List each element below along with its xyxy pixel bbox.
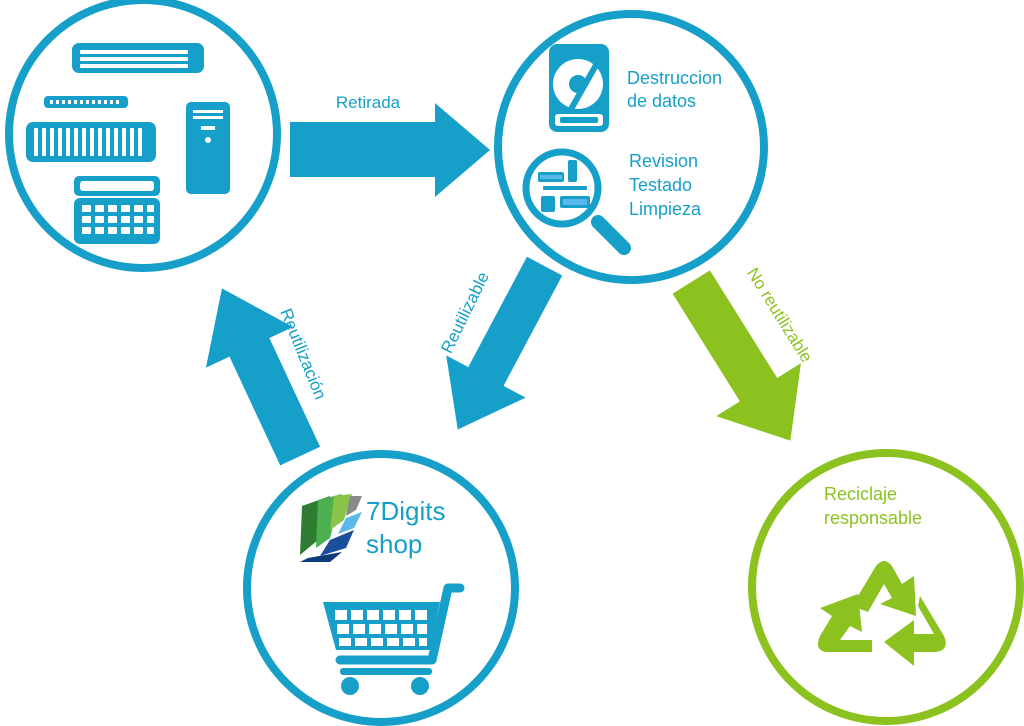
server-rack-icon: [26, 43, 204, 162]
node-processing: Destruccion de datos Revision Testado Li…: [494, 10, 768, 284]
recycling-text-2: responsable: [824, 508, 922, 528]
shop-brand-line1: 7Digits: [366, 496, 445, 526]
desktop-tower-icon: [186, 102, 230, 194]
shop-logo-icon: [300, 494, 362, 562]
processing-text-1: Destruccion: [627, 68, 722, 88]
arrow-retirada: [290, 103, 490, 197]
processing-text-5: Limpieza: [629, 199, 702, 219]
edge-label-retirada: Retirada: [336, 93, 401, 112]
processing-text-2: de datos: [627, 91, 696, 111]
arrow-reutilizacion: [205, 288, 321, 466]
node-shop: 7Digits shop: [243, 450, 519, 726]
recycle-icon: [818, 561, 946, 666]
processing-text-4: Testado: [629, 175, 692, 195]
keyboard-icon: [74, 176, 160, 244]
shop-brand-line2: shop: [366, 529, 422, 559]
node-equipment: [5, 0, 281, 272]
hard-drive-icon: [549, 44, 609, 132]
node-recycling: Reciclaje responsable: [748, 449, 1024, 725]
magnifier-icon: [522, 148, 631, 255]
shopping-cart-icon: [323, 583, 465, 695]
arrow-no-reutilizable: [672, 270, 801, 441]
arrow-reutilizable: [446, 256, 563, 430]
processing-text-3: Revision: [629, 151, 698, 171]
recycling-text-1: Reciclaje: [824, 484, 897, 504]
